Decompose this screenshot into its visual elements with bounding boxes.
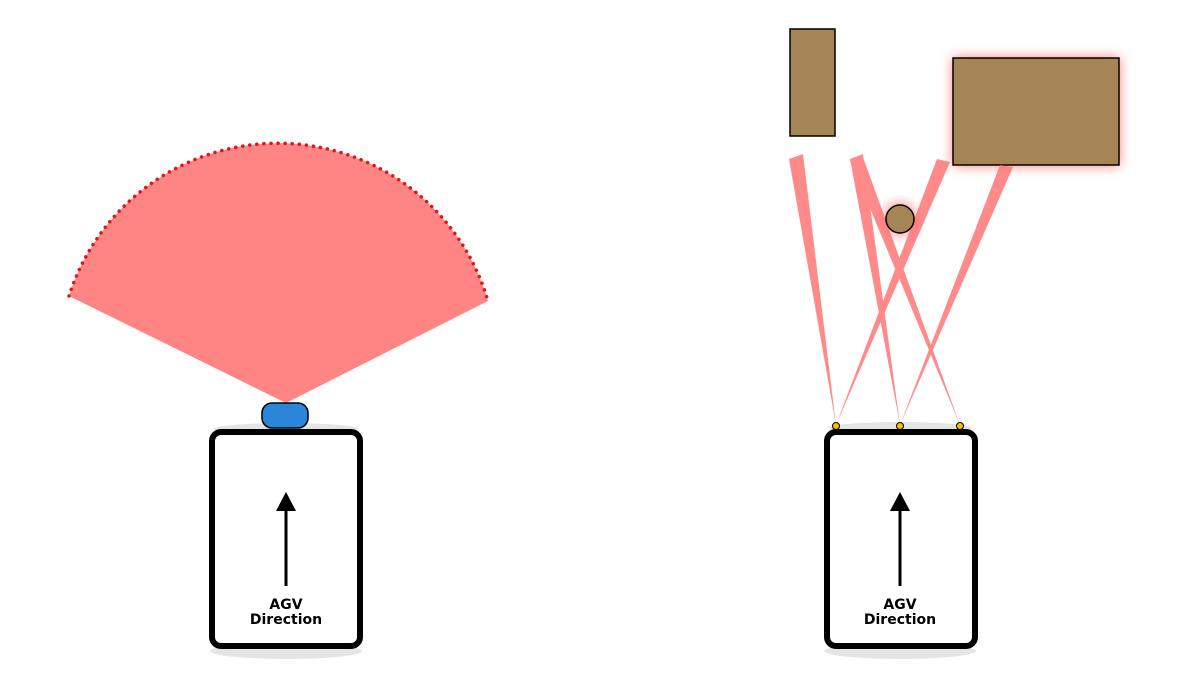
agv-label-line2: Direction [250, 612, 322, 628]
beam-right-sensor [850, 160, 960, 425]
direction-arrow-icon [276, 492, 296, 511]
agv-label-line1: AGV [883, 597, 916, 613]
beam-middle-sensor [850, 154, 900, 425]
right-panel: AGV Direction [789, 28, 1120, 659]
sensor-beams [789, 154, 1013, 425]
ultrasonic-sensor-icon [896, 422, 904, 430]
beam-left-sensor [789, 154, 836, 425]
beam-middle-sensor-cross [900, 165, 1013, 425]
scan-field-boundary [67, 141, 490, 303]
beam-left-sensor-cross [836, 159, 950, 425]
agv-label-line2: Direction [864, 612, 936, 628]
laser-scanner-icon [261, 402, 309, 429]
scan-field-sector [69, 143, 488, 403]
agv-label-line1: AGV [269, 597, 302, 613]
wide-box-obstacle [952, 57, 1120, 166]
left-panel: AGV Direction [67, 141, 490, 659]
circle-obstacle [885, 204, 915, 234]
tall-box-obstacle [789, 28, 836, 137]
ultrasonic-sensor-icon [956, 422, 964, 430]
ultrasonic-sensor-icon [832, 422, 840, 430]
direction-arrow-icon [890, 492, 910, 511]
